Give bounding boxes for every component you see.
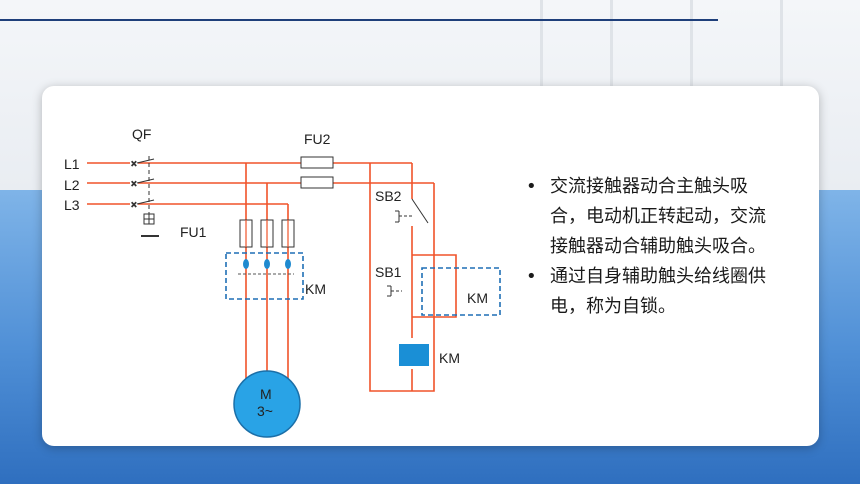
motor-control-circuit-diagram: QF L1 L2 L3 FU1 FU2 KM SB2 SB1 KM KM × ×… xyxy=(64,126,501,438)
motor-m-label: M xyxy=(260,386,272,402)
km-main-contacts xyxy=(238,259,294,275)
sb1-stop-button xyxy=(387,285,402,297)
svg-text:×: × xyxy=(131,159,137,170)
l1-label: L1 xyxy=(64,156,80,172)
fu2-fuses xyxy=(300,156,334,189)
motor-phase-label: 3~ xyxy=(257,403,273,419)
svg-text:×: × xyxy=(131,200,137,211)
explanation-list: 交流接触器动合主触头吸合，电动机正转起动，交流接触器动合辅助触头吸合。 通过自身… xyxy=(522,172,777,322)
explanation-item: 通过自身辅助触头给线圈供电，称为自锁。 xyxy=(522,262,777,322)
sb1-label: SB1 xyxy=(375,264,402,280)
svg-text:×: × xyxy=(131,179,137,190)
fu1-fuses xyxy=(239,219,295,248)
fu2-label: FU2 xyxy=(304,131,331,147)
motor-symbol xyxy=(233,370,301,438)
content-card: QF L1 L2 L3 FU1 FU2 KM SB2 SB1 KM KM × ×… xyxy=(42,86,819,446)
km-main-contact-box xyxy=(225,252,304,300)
control-circuit-wires xyxy=(369,163,457,392)
l3-label: L3 xyxy=(64,197,80,213)
title-underline xyxy=(0,19,718,21)
qf-label: QF xyxy=(132,126,151,142)
km-coil-label: KM xyxy=(439,350,460,366)
qf-breaker: × × × xyxy=(131,156,159,237)
km-main-contact-label: KM xyxy=(305,281,326,297)
sb2-label: SB2 xyxy=(375,188,402,204)
main-circuit-wires xyxy=(245,163,289,385)
km-aux-contact-label: KM xyxy=(467,290,488,306)
km-aux-contact-box xyxy=(421,267,501,316)
sb2-start-button xyxy=(395,198,429,224)
fu1-label: FU1 xyxy=(180,224,207,240)
explanation-item: 交流接触器动合主触头吸合，电动机正转起动，交流接触器动合辅助触头吸合。 xyxy=(522,172,777,262)
l2-label: L2 xyxy=(64,177,80,193)
km-coil xyxy=(399,344,429,366)
supply-lines xyxy=(87,162,434,205)
